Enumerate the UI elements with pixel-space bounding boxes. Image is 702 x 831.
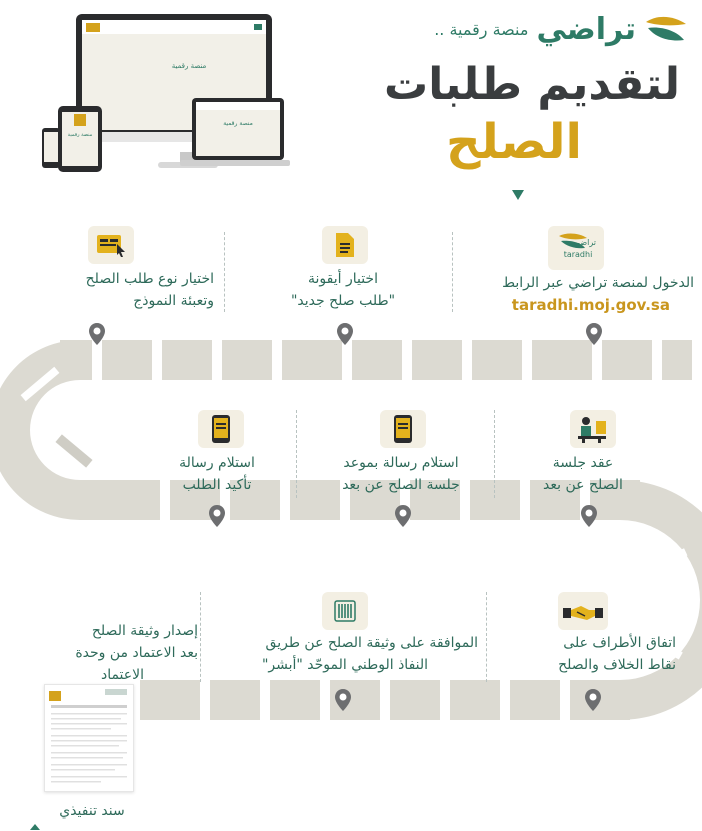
step7-text-line1: اتفاق الأطراف على (563, 635, 676, 651)
step8-text-line2: النفاذ الوطني الموحّد "أبشر" (261, 657, 429, 673)
location-pin-icon (335, 689, 351, 711)
step4-text-line2: الصلح عن بعد (543, 477, 623, 493)
fingerprint-icon (334, 600, 356, 622)
step5-icon-box (380, 410, 426, 448)
step6-text-line2: تأكيد الطلب (182, 477, 252, 493)
track-ties (92, 340, 662, 720)
step9-text-line3: الاعتماد (100, 667, 144, 683)
step1-text: الدخول لمنصة تراضي عبر الرابط (502, 275, 694, 291)
step6-text-line1: استلام رسالة (179, 455, 255, 471)
brand-logo: تراضي منصة رقمية .. (348, 8, 688, 50)
final-label: سند تنفيذي (59, 803, 125, 819)
step9-text-line1: إصدار وثيقة الصلح (91, 623, 198, 639)
divider (296, 410, 297, 498)
step8-icon-box (322, 592, 368, 630)
step9-text-line2: بعد الاعتماد من وحدة (75, 645, 198, 661)
location-pin-icon (581, 505, 597, 527)
step5-text-line1: استلام رسالة بموعد (343, 455, 459, 471)
step4-icon-box (570, 410, 616, 448)
phone-message-icon (394, 415, 412, 443)
location-pin-icon (585, 689, 601, 711)
step3-text-line2: وتعبئة النموذج (133, 293, 214, 309)
location-pin-icon (209, 505, 225, 527)
devices-illustration (42, 14, 290, 172)
step8-text-line1: الموافقة على وثيقة الصلح عن طريق (265, 635, 478, 651)
step3-text-line1: اختيار نوع طلب الصلح (85, 271, 214, 287)
phone-confirm-icon (212, 415, 230, 443)
brand-name: تراضي (536, 11, 636, 47)
document-preview-icon (44, 684, 134, 792)
step7-text-line2: نقاط الخلاف والصلح (558, 657, 676, 673)
location-pin-icon (337, 323, 353, 345)
step2-text-line1: اختيار أيقونة (308, 271, 378, 287)
remote-session-icon (578, 417, 606, 443)
monitor-screen-title: منصة رقمية (171, 62, 207, 70)
taradhi-link[interactable]: taradhi.moj.gov.sa (511, 296, 670, 314)
divider (452, 232, 453, 312)
headline-line1: لتقديم طلبات (383, 59, 680, 110)
location-pin-icon (586, 323, 602, 345)
step2-text-line2: "طلب صلح جديد" (290, 293, 396, 309)
step5-text-line2: جلسة الصلح عن بعد (342, 477, 460, 493)
location-pin-icon (89, 323, 105, 345)
step4-text-line1: عقد جلسة (552, 455, 614, 471)
up-arrow-icon (30, 824, 40, 830)
brand-tagline: منصة رقمية .. (434, 19, 529, 39)
down-arrow-icon (512, 190, 524, 200)
divider (200, 592, 201, 682)
divider (494, 410, 495, 498)
step3-icon-box (88, 226, 134, 264)
tablet-screen-title: منصة رقمية (67, 132, 93, 138)
location-pin-icon (395, 505, 411, 527)
form-click-icon (97, 235, 125, 257)
track-road (0, 340, 702, 720)
step2-icon-box (322, 226, 368, 264)
taradhi-logo-icon (646, 16, 686, 41)
laptop-screen-title: منصة رقمية (223, 120, 253, 127)
taradhi-logo-icon (559, 233, 587, 249)
divider (224, 232, 225, 312)
step1-icon-label-en: taradhi (563, 250, 593, 259)
headline-line2: الصلح (446, 114, 582, 170)
handshake-icon (563, 606, 603, 620)
step7-icon-box (558, 592, 608, 630)
divider (486, 592, 487, 682)
step6-icon-box (198, 410, 244, 448)
step1-icon-label: تراضي (573, 238, 596, 247)
document-icon (336, 233, 354, 257)
step1-icon-box (548, 226, 604, 270)
